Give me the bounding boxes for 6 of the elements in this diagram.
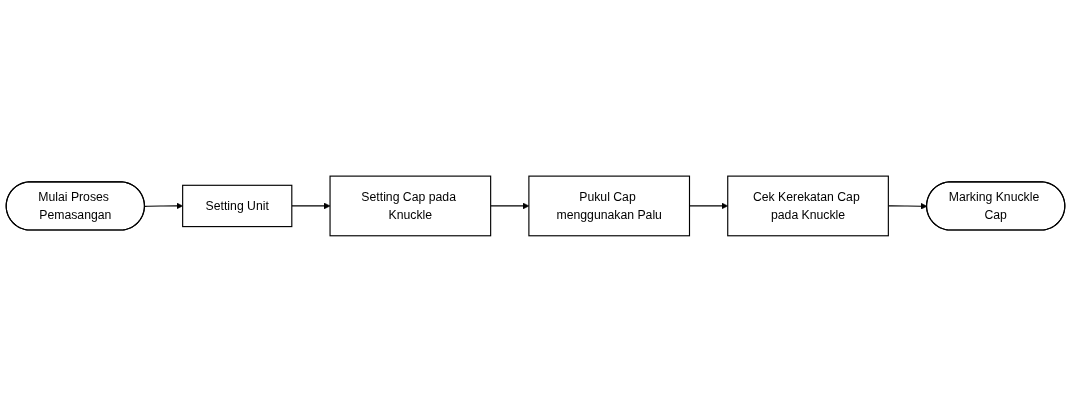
node-box: Setting Unit <box>182 184 293 228</box>
arrow <box>144 202 183 210</box>
node-box: Setting Cap pada Knuckle <box>329 175 492 237</box>
node-box: Pukul Cap menggunakan Palu <box>528 175 691 237</box>
arrow <box>291 202 331 210</box>
node-box: Cek Kerekatan Cap pada Knuckle <box>727 175 889 237</box>
